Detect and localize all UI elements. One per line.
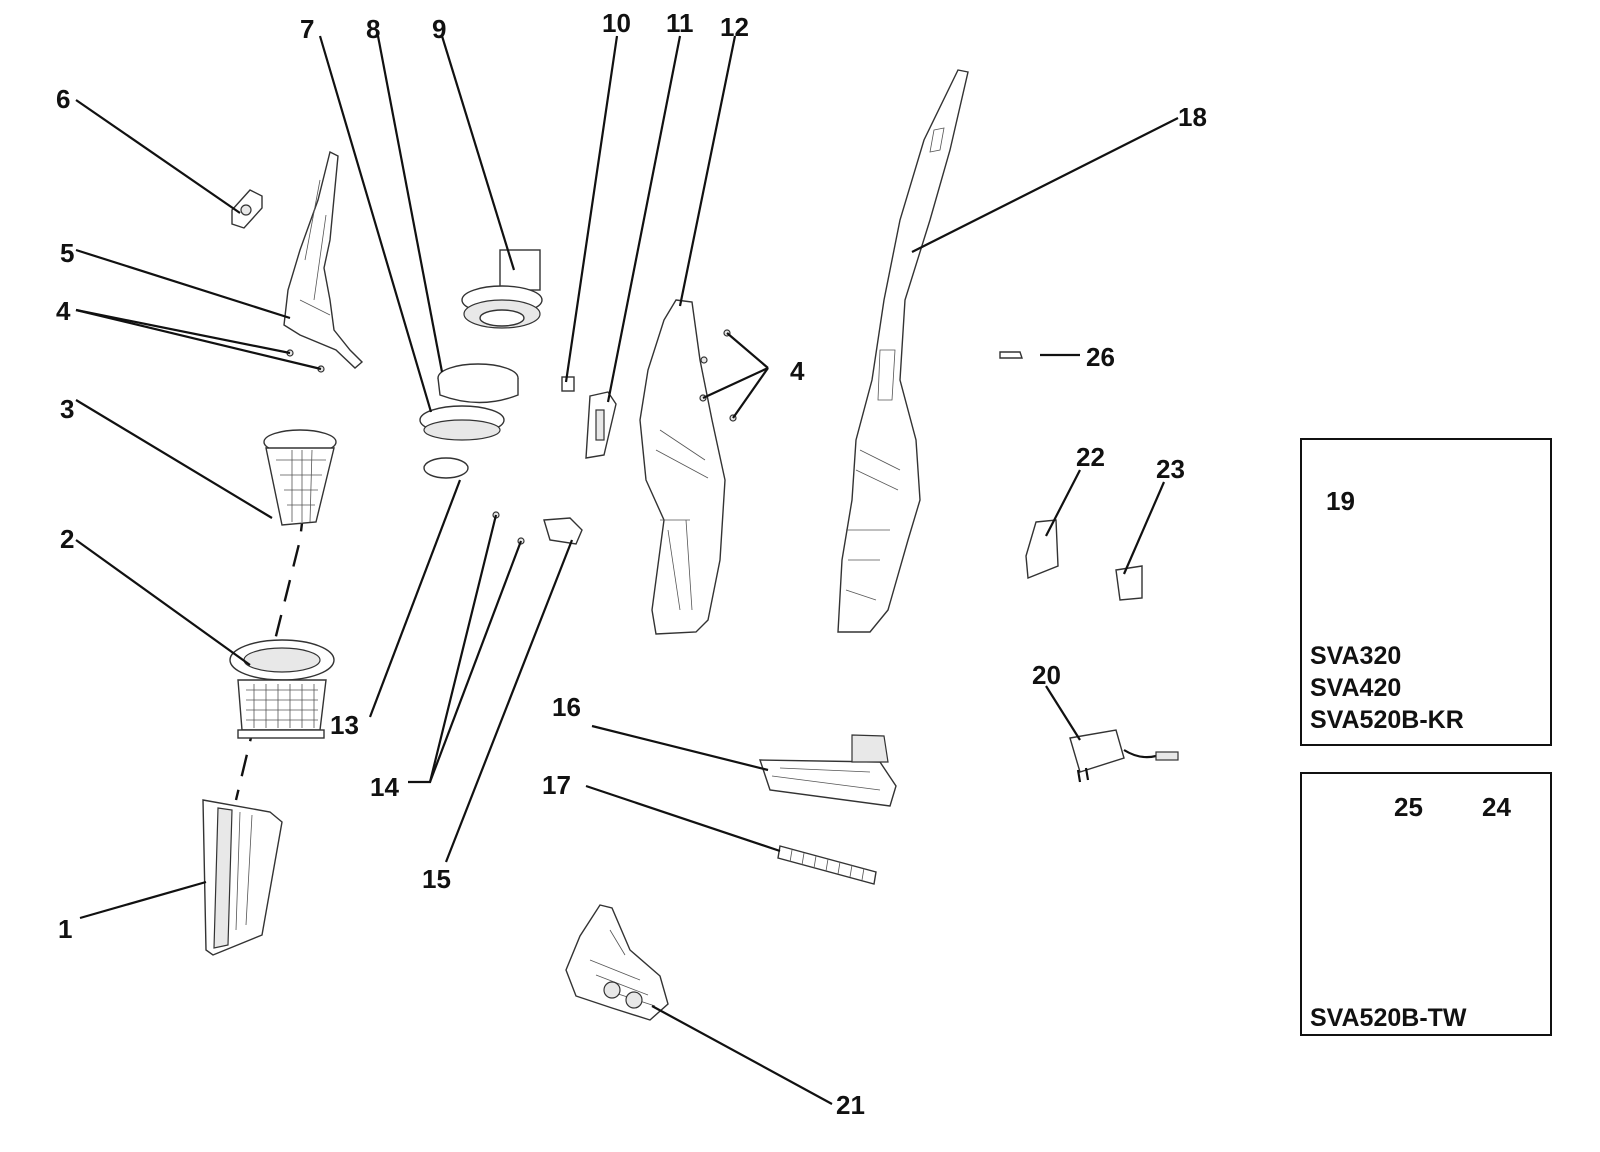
model-label-sva520b-tw: SVA520B-TW: [1310, 1004, 1467, 1032]
part-11-latch: [585, 391, 617, 459]
callout-14: 14: [370, 772, 399, 802]
callout-4a: 4: [56, 296, 71, 326]
leader-line-14-2: [428, 540, 523, 783]
part-16-floor-nozzle: [759, 734, 897, 807]
part-18-main-body: [837, 69, 969, 633]
callout-20: 20: [1032, 660, 1061, 690]
leader-line-6: [75, 99, 241, 214]
part-22-crevice-tool: [1025, 519, 1059, 579]
part-1-dust-cup: [202, 799, 283, 956]
callout-19: 19: [1326, 486, 1355, 516]
leader-line-13: [368, 479, 462, 718]
leader-line-5: [75, 248, 291, 320]
callout-9: 9: [432, 14, 447, 44]
leader-line-4b-2: [702, 367, 769, 399]
part-15-bracket: [543, 517, 583, 545]
callout-24: 24: [1482, 792, 1511, 822]
part-5-handle-frame: [283, 150, 364, 369]
callout-23: 23: [1156, 454, 1185, 484]
callout-6: 6: [56, 84, 71, 114]
callout-13: 13: [330, 710, 359, 740]
part-26-pin: [999, 351, 1023, 359]
part-2-pleated-filter: [229, 639, 335, 739]
leader-line-1: [79, 880, 207, 920]
part-6-switch: [231, 189, 263, 229]
callout-11: 11: [666, 8, 694, 38]
leader-line-4b-3: [732, 367, 769, 419]
part-23-brush-tool: [1115, 565, 1143, 601]
leader-line-4a-1: [75, 308, 291, 355]
part-17-brush-roll: [777, 845, 877, 885]
part-12-side-housing: [639, 299, 726, 635]
leader-line-7: [318, 35, 433, 413]
callout-4b: 4: [790, 356, 805, 386]
part-20-charger-adapter: [1069, 729, 1179, 783]
model-label-sva320: SVA320: [1310, 642, 1402, 670]
leader-line-22: [1045, 469, 1081, 537]
leader-line-15: [444, 539, 574, 863]
callout-1: 1: [58, 914, 73, 944]
callout-5: 5: [60, 238, 75, 268]
callout-16: 16: [552, 692, 581, 722]
callout-22: 22: [1076, 442, 1105, 472]
leader-line-8: [376, 35, 444, 373]
leader-line-4a-2: [75, 308, 322, 371]
leader-line-16: [591, 724, 769, 772]
part-9-motor-fan: [461, 249, 543, 329]
leader-line-17: [585, 784, 781, 853]
callout-18: 18: [1178, 102, 1207, 132]
callout-26: 26: [1086, 342, 1115, 372]
callout-25: 25: [1394, 792, 1423, 822]
leader-line-12: [678, 35, 737, 307]
callout-12: 12: [720, 12, 749, 42]
leader-line-10: [564, 35, 619, 383]
callout-17: 17: [542, 770, 571, 800]
part-13-gasket: [423, 457, 469, 479]
leader-line-14-1: [408, 514, 498, 784]
callout-8: 8: [366, 14, 381, 44]
model-box-a: [1300, 438, 1552, 746]
leader-line-11: [606, 35, 682, 403]
part-3-cone-filter: [263, 429, 337, 526]
leader-line-18: [911, 117, 1179, 253]
leader-line-21: [651, 1005, 833, 1105]
leader-line-20: [1045, 685, 1081, 741]
callout-21: 21: [836, 1090, 865, 1120]
callout-15: 15: [422, 864, 451, 894]
leader-line-3: [75, 399, 273, 519]
callout-3: 3: [60, 394, 75, 424]
leader-line-9: [440, 35, 516, 271]
callout-10: 10: [602, 8, 631, 38]
leader-line-23: [1122, 481, 1166, 575]
part-10-clip: [561, 376, 575, 392]
leader-line-2: [75, 539, 251, 666]
model-label-sva520b-kr: SVA520B-KR: [1310, 706, 1464, 734]
callout-2: 2: [60, 524, 75, 554]
part-8-ring-seal: [437, 363, 519, 404]
model-box-b: [1300, 772, 1552, 1036]
callout-7: 7: [300, 14, 315, 44]
model-label-sva420: SVA420: [1310, 674, 1402, 702]
part-7-band: [419, 405, 505, 441]
leader-line-4b-1: [726, 332, 769, 369]
part-21-motor-housing: [565, 904, 669, 1021]
